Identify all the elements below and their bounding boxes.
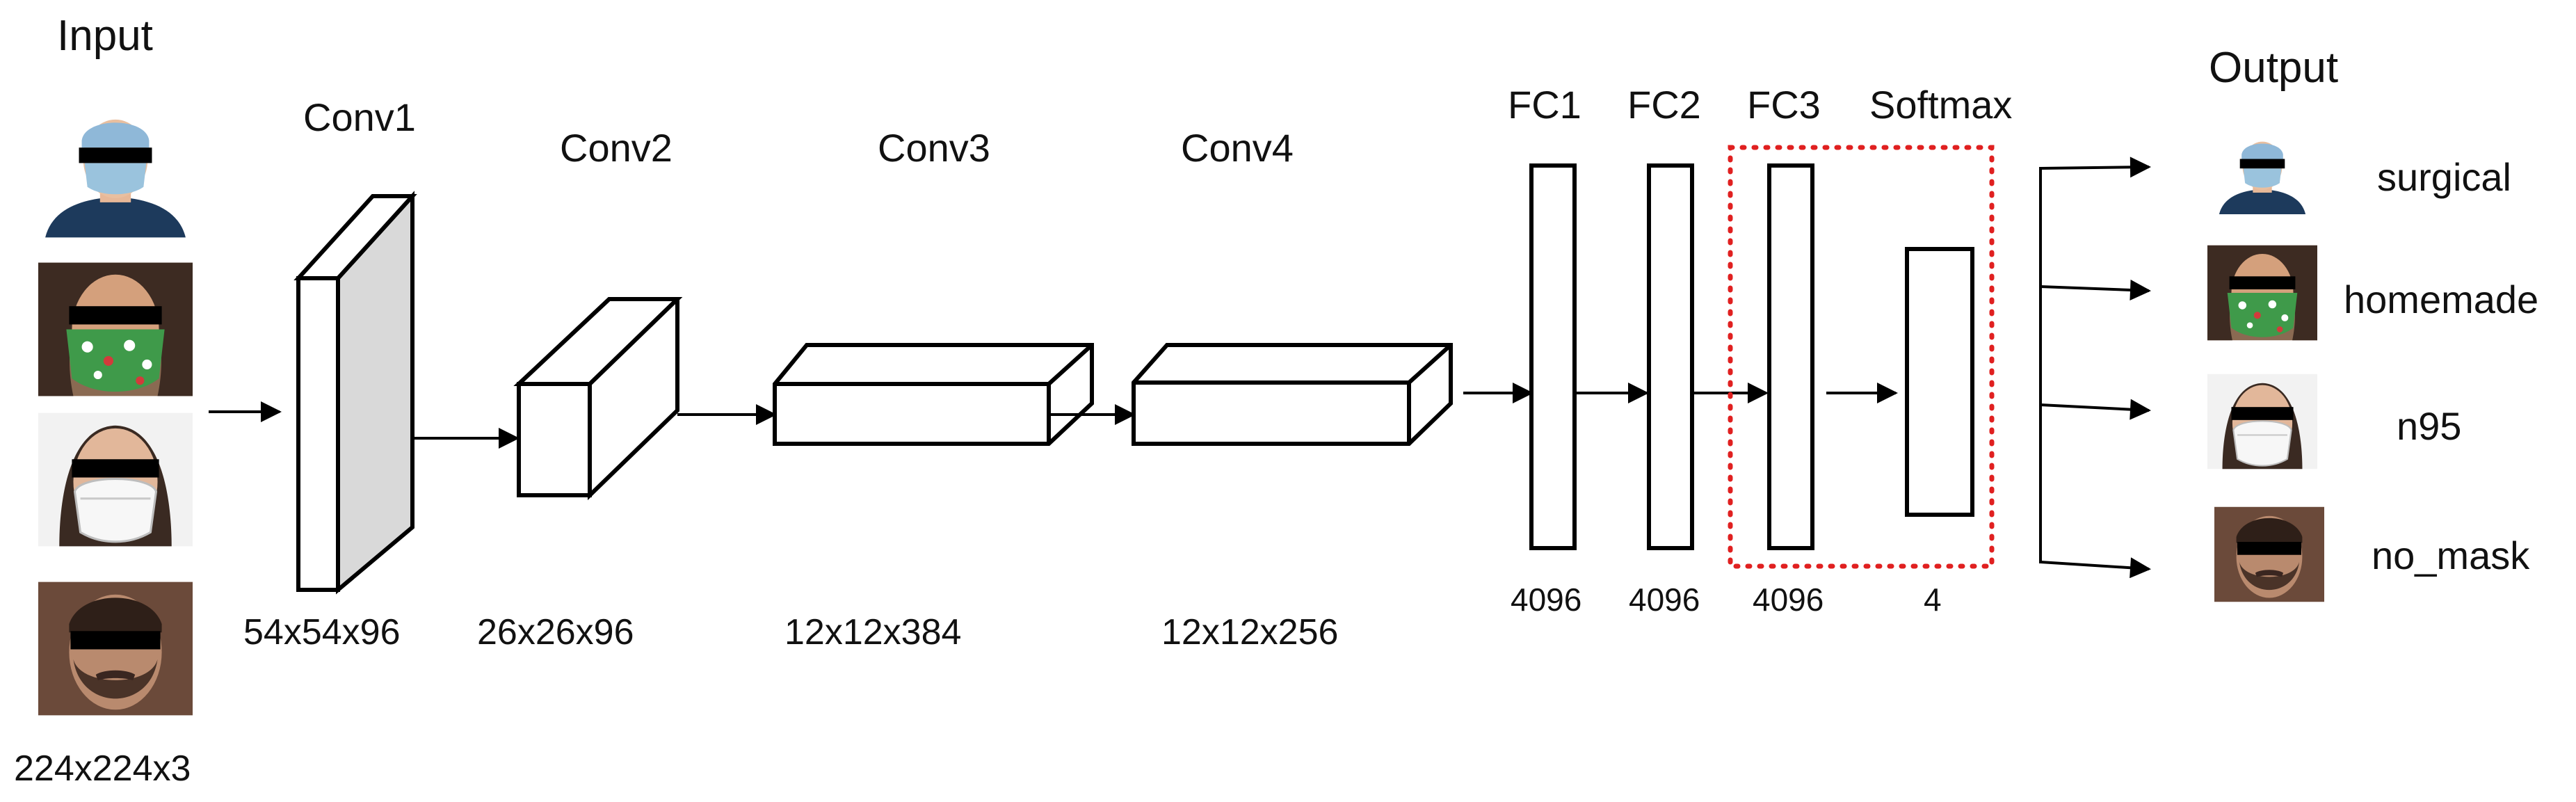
input-image-surgical bbox=[38, 104, 193, 238]
input-title: Input bbox=[57, 12, 153, 60]
output-title: Output bbox=[2209, 44, 2338, 92]
conv4-block bbox=[1132, 343, 1453, 446]
conv1-block bbox=[293, 191, 417, 595]
output-image-homemade bbox=[2207, 245, 2317, 341]
layer-name-conv1: Conv1 bbox=[303, 95, 416, 139]
layer-name-softmax: Softmax bbox=[1869, 83, 2012, 127]
layer-dims-fc2: 4096 bbox=[1629, 582, 1700, 618]
input-size-label: 224x224x3 bbox=[14, 748, 191, 789]
softmax-block bbox=[1905, 247, 1974, 517]
layer-name-fc2: FC2 bbox=[1627, 83, 1701, 127]
layer-dims-conv4: 12x12x256 bbox=[1161, 612, 1338, 652]
layer-dims-fc1: 4096 bbox=[1511, 582, 1581, 618]
fc1-block bbox=[1529, 163, 1577, 550]
layer-dims-conv1: 54x54x96 bbox=[243, 612, 401, 652]
input-image-n95 bbox=[38, 412, 193, 547]
output-image-no-mask bbox=[2214, 506, 2324, 602]
output-class-no-mask: no_mask bbox=[2372, 534, 2530, 577]
layer-dims-softmax: 4 bbox=[1924, 582, 1942, 618]
input-image-no-mask bbox=[38, 582, 193, 716]
layer-dims-conv2: 26x26x96 bbox=[477, 612, 634, 652]
layer-dims-fc3: 4096 bbox=[1753, 582, 1824, 618]
conv3-block bbox=[773, 343, 1094, 446]
conv2-block bbox=[513, 297, 683, 501]
output-image-surgical bbox=[2214, 132, 2310, 214]
output-image-n95 bbox=[2207, 373, 2317, 470]
input-image-homemade bbox=[38, 262, 193, 396]
fc3-block bbox=[1767, 163, 1814, 550]
fc3-softmax-highlight-box bbox=[1728, 145, 1995, 569]
fc2-block bbox=[1647, 163, 1694, 550]
layer-name-conv2: Conv2 bbox=[560, 126, 673, 170]
layer-name-conv4: Conv4 bbox=[1181, 126, 1294, 170]
output-class-surgical: surgical bbox=[2377, 155, 2511, 199]
layer-name-fc1: FC1 bbox=[1508, 83, 1581, 127]
output-class-n95: n95 bbox=[2397, 404, 2461, 448]
layer-dims-conv3: 12x12x384 bbox=[784, 612, 961, 652]
output-fanout bbox=[2039, 157, 2151, 579]
layer-name-conv3: Conv3 bbox=[878, 126, 990, 170]
layer-name-fc3: FC3 bbox=[1747, 83, 1821, 127]
output-class-homemade: homemade bbox=[2344, 278, 2538, 321]
